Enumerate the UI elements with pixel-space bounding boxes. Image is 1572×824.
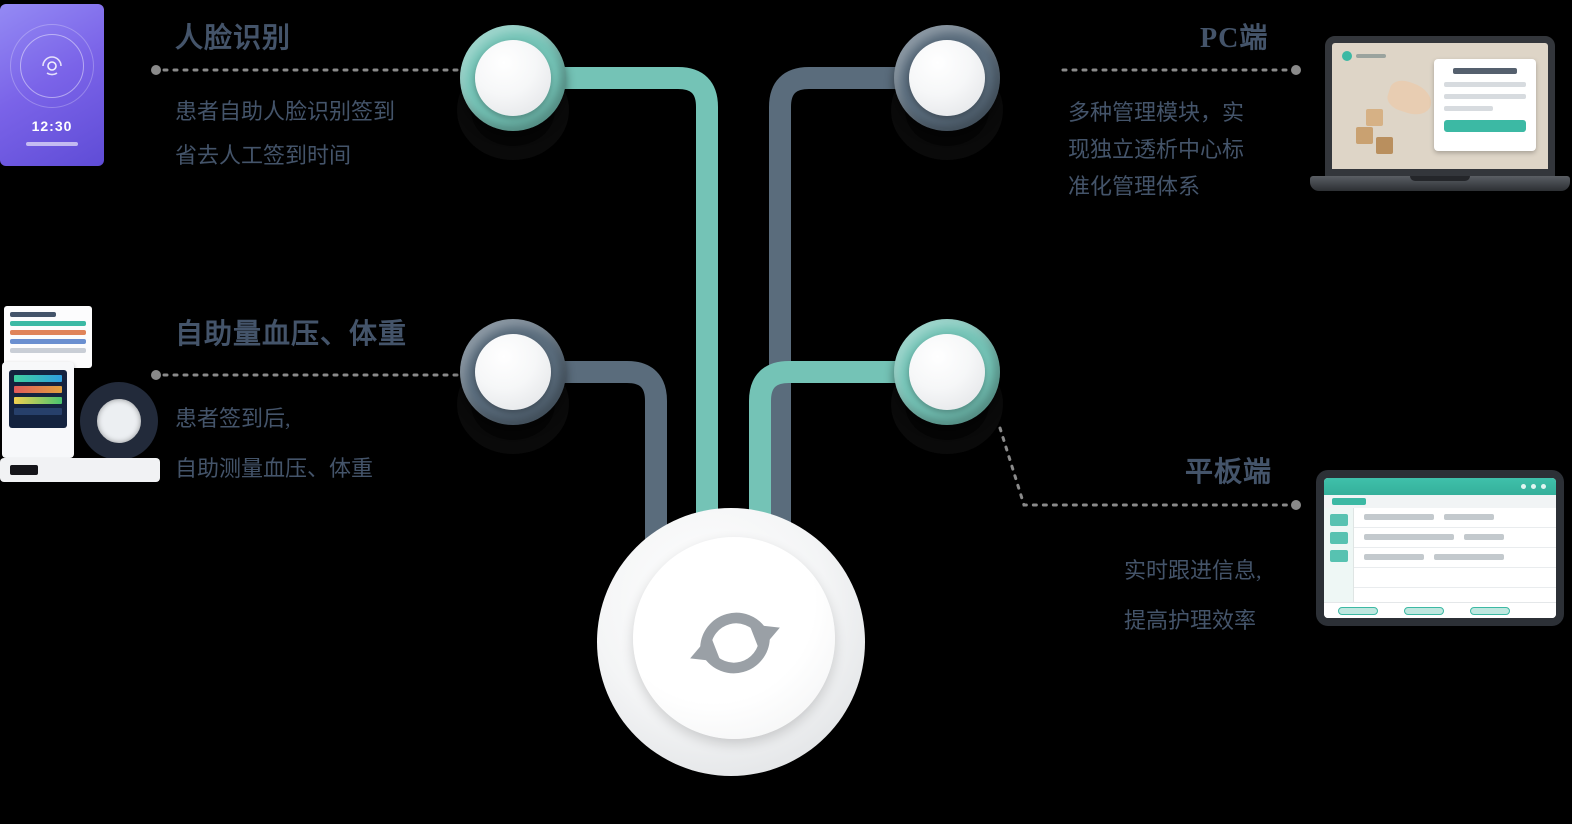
tablet-image	[1316, 470, 1564, 626]
table-text-bar	[1364, 514, 1434, 520]
photo-block	[1376, 137, 1393, 154]
pc-title: PC端	[1200, 23, 1269, 54]
node-inner	[909, 40, 985, 116]
photo-hand	[1384, 76, 1436, 120]
panel-field-bar	[1444, 94, 1526, 99]
laptop-screen	[1325, 36, 1555, 176]
screen-bar	[14, 397, 62, 404]
face-leader-bullet	[151, 65, 161, 75]
kiosk-caption-bar	[26, 142, 78, 146]
topbar-dot	[1531, 484, 1536, 489]
left-column-item	[1329, 514, 1348, 526]
node-face-recognition	[460, 25, 566, 131]
photo-block	[1356, 127, 1373, 144]
face-title: 人脸识别	[175, 23, 292, 54]
node-pc	[894, 25, 1000, 131]
tablet-footer-bar	[1324, 602, 1556, 618]
pc-desc-line-2: 现独立透析中心标	[1068, 137, 1245, 162]
laptop-base	[1310, 176, 1570, 191]
laptop-image	[1310, 36, 1570, 196]
fingerprint-icon	[42, 56, 62, 76]
pad-description: 实时跟进信息, 提高护理效率	[1124, 546, 1262, 646]
tablet-left-column	[1324, 508, 1354, 602]
sheet-line	[10, 339, 86, 344]
pipe-pc-to-hub	[769, 67, 947, 560]
bp-desc-line-2: 自助测量血压、体重	[175, 456, 374, 481]
left-column-item	[1329, 532, 1348, 544]
panel-title-bar	[1453, 68, 1517, 74]
hub-inner-circle	[633, 537, 835, 739]
footer-pill	[1470, 607, 1510, 615]
node-tablet	[894, 319, 1000, 425]
table-text-bar	[1364, 534, 1454, 540]
pad-desc-line-1: 实时跟进信息,	[1124, 558, 1262, 583]
subbar-tab-chip	[1332, 498, 1366, 505]
face-desc-line-2: 省去人工签到时间	[175, 143, 352, 168]
screen-bar	[14, 408, 62, 415]
bp-monitor	[2, 362, 74, 458]
app-logo-text-bar	[1356, 54, 1386, 58]
pad-leader-line	[998, 426, 1290, 507]
table-text-bar	[1434, 554, 1504, 560]
scan-ring-inner	[20, 34, 84, 98]
bp-leader-bullet	[151, 370, 161, 380]
node-inner	[475, 334, 551, 410]
bp-description: 患者签到后, 自助测量血压、体重	[175, 394, 373, 494]
pc-desc-line-3: 准化管理体系	[1068, 174, 1201, 199]
pipe-pad-to-hub	[749, 361, 947, 590]
photo-block	[1366, 109, 1383, 126]
table-text-bar	[1464, 534, 1504, 540]
sheet-line	[10, 312, 56, 317]
login-panel	[1434, 59, 1536, 151]
bp-desc-line-1: 患者签到后,	[175, 406, 291, 431]
topbar-dot	[1521, 484, 1526, 489]
footer-pill	[1404, 607, 1444, 615]
app-logo-icon	[1342, 51, 1352, 61]
pad-title: 平板端	[1185, 457, 1273, 488]
bp-monitor-screen	[9, 370, 67, 428]
node-inner	[475, 40, 551, 116]
pc-description: 多种管理模块，实 现独立透析中心标 准化管理体系	[1068, 94, 1244, 205]
table-text-bar	[1364, 554, 1424, 560]
tablet-sub-bar	[1324, 495, 1556, 508]
pad-leader-bullet	[1291, 500, 1301, 510]
face-desc-line-1: 患者自助人脸识别签到	[175, 99, 396, 124]
panel-field-bar	[1444, 106, 1494, 111]
panel-button-bar	[1444, 120, 1526, 132]
pipe-bp-to-hub	[513, 361, 667, 590]
face-scan-kiosk-image: 12:30	[0, 4, 104, 166]
tablet-screen	[1324, 478, 1556, 618]
laptop-notch	[1410, 176, 1470, 181]
node-inner	[909, 334, 985, 410]
kiosk-time: 12:30	[31, 118, 73, 134]
blood-pressure-device-image	[0, 306, 160, 482]
face-description: 患者自助人脸识别签到 省去人工签到时间	[175, 90, 395, 178]
sheet-line	[10, 321, 86, 326]
pc-desc-line-1: 多种管理模块，实	[1068, 100, 1245, 125]
sheet-line	[10, 330, 86, 335]
pipe-face-to-hub	[513, 67, 718, 560]
bp-printer-slot	[10, 465, 38, 475]
screen-bar	[14, 386, 62, 393]
screen-bar	[14, 375, 62, 382]
topbar-dot	[1541, 484, 1546, 489]
table-text-bar	[1444, 514, 1494, 520]
bp-title: 自助量血压、体重	[175, 319, 408, 350]
sync-icon	[690, 612, 780, 674]
left-column-item	[1329, 550, 1348, 562]
pc-leader-bullet	[1291, 65, 1301, 75]
tablet-top-bar	[1324, 478, 1556, 495]
panel-field-bar	[1444, 82, 1526, 87]
report-sheet	[4, 306, 92, 368]
sheet-line	[10, 348, 86, 353]
node-blood-pressure	[460, 319, 566, 425]
footer-pill	[1338, 607, 1378, 615]
scan-ring-outer	[10, 24, 94, 108]
pad-desc-line-2: 提高护理效率	[1124, 608, 1257, 633]
bp-cuff	[80, 382, 158, 460]
